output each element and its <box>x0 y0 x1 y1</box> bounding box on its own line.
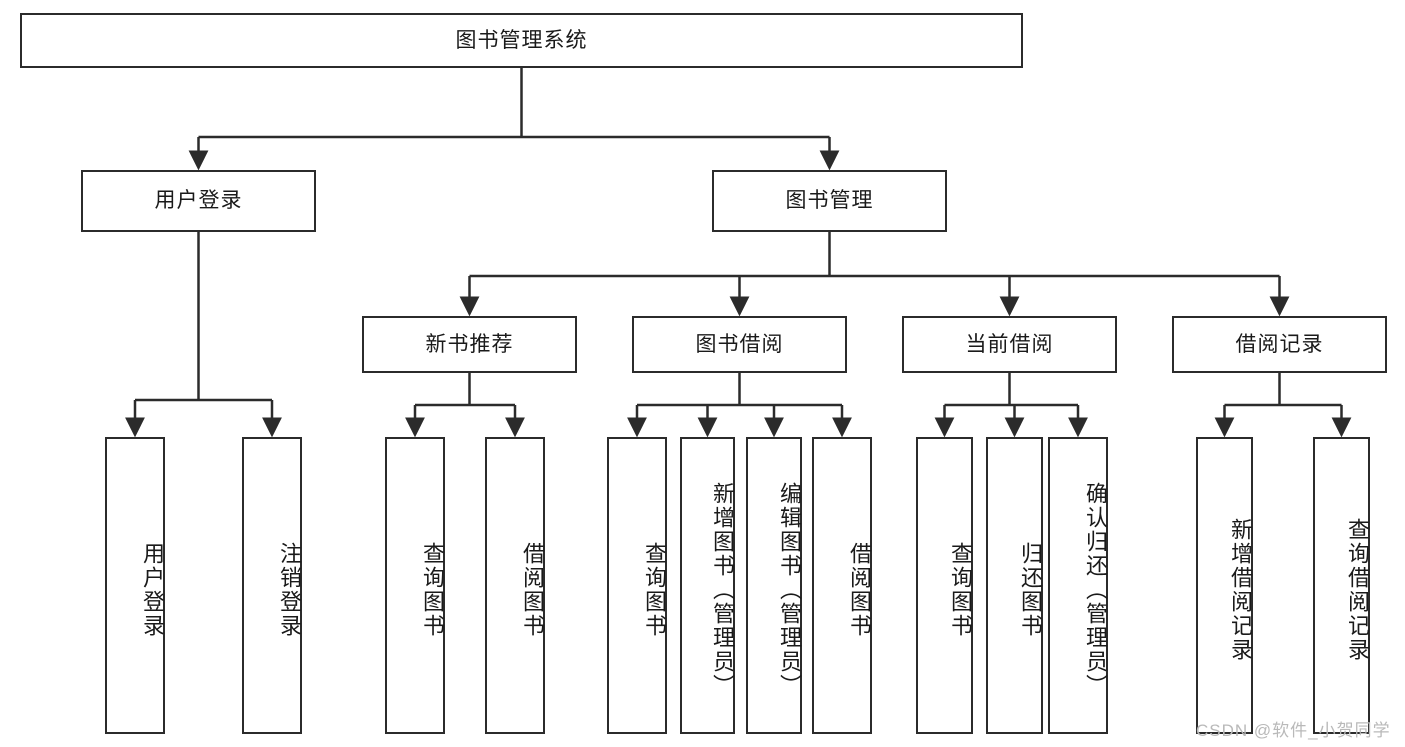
leaf-add-book[interactable]: 新增图书（管理员） <box>680 437 735 734</box>
node-root[interactable]: 图书管理系统 <box>20 13 1023 68</box>
leaf-query-record[interactable]: 查询借阅记录 <box>1313 437 1370 734</box>
node-book-manage[interactable]: 图书管理 <box>712 170 947 232</box>
leaf-query-book-3[interactable]: 查询图书 <box>916 437 973 734</box>
node-new-book-recommend[interactable]: 新书推荐 <box>362 316 577 373</box>
leaf-label: 新增借阅记录 <box>1228 517 1253 662</box>
csdn-watermark: CSDN @软件_小贺同学 <box>1196 721 1391 740</box>
leaf-label: 查询图书 <box>642 541 667 638</box>
leaf-confirm-return[interactable]: 确认归还（管理员） <box>1048 437 1108 734</box>
leaf-query-book-2[interactable]: 查询图书 <box>607 437 667 734</box>
leaf-query-book-1[interactable]: 查询图书 <box>385 437 445 734</box>
leaf-borrow-book-1[interactable]: 借阅图书 <box>485 437 545 734</box>
leaf-label: 确认归还（管理员） <box>1083 481 1108 698</box>
leaf-user-login[interactable]: 用户登录 <box>105 437 165 734</box>
node-borrow-record[interactable]: 借阅记录 <box>1172 316 1387 373</box>
leaf-label: 借阅图书 <box>520 541 545 638</box>
leaf-add-record[interactable]: 新增借阅记录 <box>1196 437 1253 734</box>
leaf-label: 归还图书 <box>1018 541 1043 638</box>
leaf-edit-book[interactable]: 编辑图书（管理员） <box>746 437 802 734</box>
node-user-login[interactable]: 用户登录 <box>81 170 316 232</box>
leaf-label: 借阅图书 <box>847 541 872 638</box>
leaf-label: 注销登录 <box>277 541 302 638</box>
leaf-return-book[interactable]: 归还图书 <box>986 437 1043 734</box>
leaf-logout[interactable]: 注销登录 <box>242 437 302 734</box>
leaf-label: 用户登录 <box>140 541 165 638</box>
leaf-label: 查询图书 <box>948 541 973 638</box>
leaf-label: 编辑图书（管理员） <box>777 481 802 698</box>
node-book-borrow[interactable]: 图书借阅 <box>632 316 847 373</box>
node-current-borrow[interactable]: 当前借阅 <box>902 316 1117 373</box>
leaf-label: 新增图书（管理员） <box>710 481 735 698</box>
leaf-label: 查询借阅记录 <box>1345 517 1370 662</box>
leaf-borrow-book-2[interactable]: 借阅图书 <box>812 437 872 734</box>
leaf-label: 查询图书 <box>420 541 445 638</box>
